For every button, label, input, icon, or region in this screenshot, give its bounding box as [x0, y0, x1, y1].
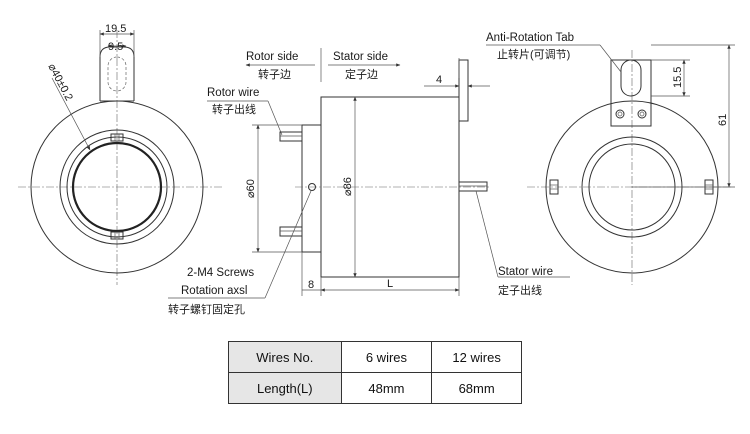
- dim-width-inner: 9.5: [108, 41, 123, 53]
- stator-wire-stub: [458, 181, 488, 192]
- stator-side-cn: 定子边: [345, 67, 378, 81]
- dim-flange: 8: [308, 279, 314, 291]
- rotor-flange: [301, 124, 322, 253]
- screws-cn: 转子螺钉固定孔: [168, 302, 245, 316]
- dim-width-outer: 19.5: [105, 23, 126, 35]
- left-front-view: 19.5 9.5 ⌀40±0.2: [18, 23, 222, 285]
- rotor-wire-cn: 转子出线: [212, 102, 256, 116]
- rotation-axis-mark: [308, 183, 316, 191]
- flange-circle: [59, 129, 175, 245]
- side-view: Rotor side 转子边 Stator side 定子边 Rotor wir…: [168, 48, 570, 316]
- dim-diameter-60: ⌀60: [245, 179, 257, 198]
- table-row: Length(L) 48mm 68mm: [228, 372, 522, 404]
- bore-circle: [71, 141, 163, 233]
- header-wires-no: Wires No.: [228, 341, 342, 373]
- dim-tab-height: 15.5: [672, 67, 684, 88]
- cell-6-wires: 6 wires: [340, 341, 433, 373]
- cell-length-12: 68mm: [431, 372, 522, 404]
- dim-height: 61: [717, 114, 729, 126]
- anti-rotation-tab-side: [458, 59, 469, 122]
- dim-length: L: [387, 278, 393, 290]
- screw-hole-top: [110, 133, 124, 142]
- table-row: Wires No. 6 wires 12 wires: [228, 341, 522, 373]
- stator-wire-cn: 定子出线: [498, 283, 542, 297]
- anti-rotation-tab-cn: 止转片(可调节): [497, 47, 570, 61]
- dim-tab-thickness: 4: [436, 74, 442, 86]
- screw-hole-bottom: [110, 231, 124, 240]
- rotation-axis-label: Rotation axsl: [181, 285, 247, 297]
- dim-diameter-86: ⌀86: [342, 177, 354, 196]
- stator-side-label: Stator side: [333, 51, 388, 63]
- rotor-wire-label: Rotor wire: [207, 87, 259, 99]
- rotor-side-label: Rotor side: [246, 51, 298, 63]
- screw-left: [549, 179, 559, 195]
- cell-12-wires: 12 wires: [431, 341, 522, 373]
- rotor-side-cn: 转子边: [258, 67, 291, 81]
- screws-label: 2-M4 Screws: [187, 267, 254, 279]
- anti-rotation-tab-label: Anti-Rotation Tab: [486, 32, 574, 44]
- spec-table: Wires No. 6 wires 12 wires Length(L) 48m…: [228, 341, 522, 404]
- dim-diameter: ⌀40±0.2: [45, 62, 74, 103]
- stator-wire-label: Stator wire: [498, 266, 553, 278]
- cell-length-6: 48mm: [340, 372, 433, 404]
- right-front-view: Anti-Rotation Tab 止转片(可调节) 15.5 61: [486, 32, 735, 285]
- header-length: Length(L): [228, 372, 342, 404]
